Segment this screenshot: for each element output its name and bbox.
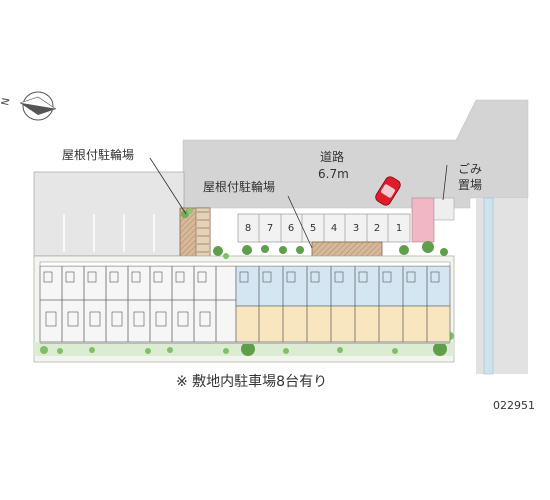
adjacent-building <box>33 171 185 257</box>
greenery <box>40 241 454 356</box>
parking-stall-number: 6 <box>288 223 294 234</box>
canal <box>483 197 494 375</box>
unit-interiors <box>43 271 440 327</box>
garbage-label-line1: ごみ <box>458 161 482 176</box>
compass-rose-icon: N <box>0 91 57 121</box>
road-width: 6.7m <box>318 167 349 181</box>
parking-lot: 8 7 6 5 4 3 2 1 <box>237 213 411 243</box>
property-code: 022951 <box>493 399 535 412</box>
parking-stall-number: 7 <box>267 223 273 234</box>
garbage-pointer-line <box>442 164 448 201</box>
bike-shelter-center-label: 屋根付駐輪場 <box>203 179 275 194</box>
bike-shelter-pointer-line <box>287 195 313 249</box>
units-white <box>39 265 237 343</box>
bike-shelter-left-pointer-line <box>149 157 187 215</box>
parking-stall-number: 3 <box>353 223 359 234</box>
parking-stall-number: 4 <box>331 223 337 234</box>
parking-stall-number: 1 <box>396 223 402 234</box>
garbage-label-line2: 置場 <box>458 178 482 192</box>
parking-stall-number: 5 <box>310 223 316 234</box>
parking-note: ※ 敷地内駐車場8台有り <box>176 373 327 390</box>
parking-stall-number: 8 <box>245 223 251 234</box>
unit-dividers <box>40 266 428 342</box>
road-name: 道路 <box>320 149 344 164</box>
units-beige <box>235 305 451 343</box>
garbage-area <box>411 197 435 243</box>
car-icon <box>375 176 401 206</box>
parking-stall-number: 2 <box>374 223 380 234</box>
bike-shelter-left-label: 屋根付駐輪場 <box>62 147 134 162</box>
compass-north-label: N <box>0 97 12 107</box>
